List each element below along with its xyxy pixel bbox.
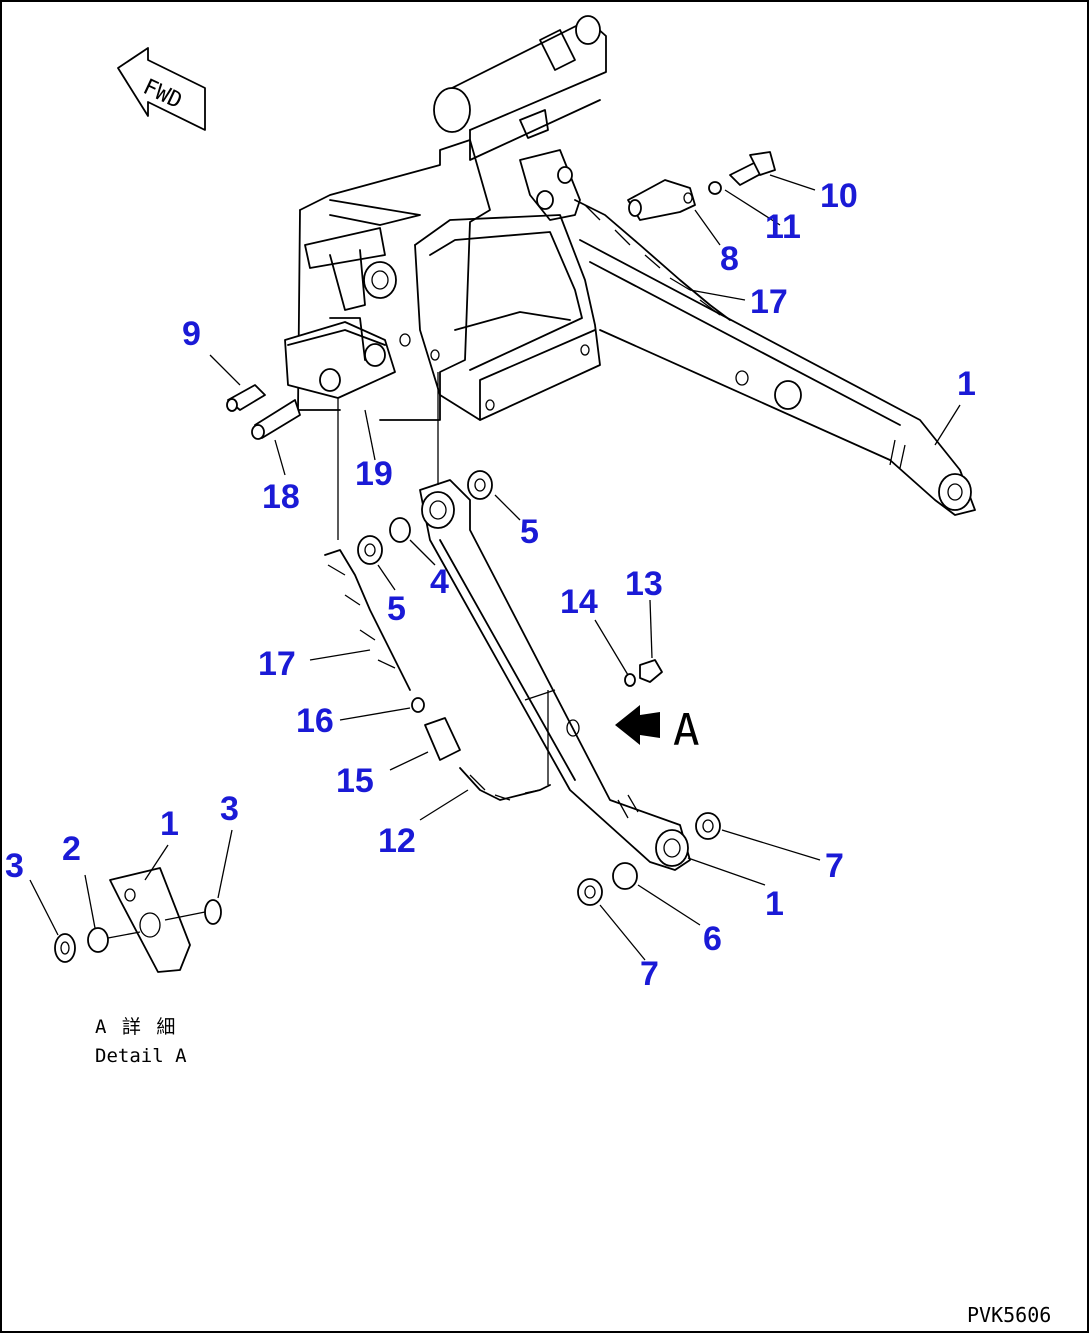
callout-11: 11 (765, 208, 801, 246)
callout-1-upper-arm: 1 (957, 365, 976, 403)
callout-2: 2 (62, 830, 81, 868)
callout-6: 6 (703, 920, 722, 958)
callout-19: 19 (355, 455, 393, 493)
callout-7-right: 7 (825, 847, 844, 885)
lower-chain-assembly (324, 549, 551, 801)
detail-a-arrow: A (615, 705, 700, 756)
detail-a-drawing (54, 867, 222, 973)
callout-10: 10 (820, 177, 858, 215)
callout-12: 12 (378, 822, 416, 860)
figure-code: PVK5606 (967, 1303, 1051, 1327)
upper-chain (574, 199, 731, 321)
callout-18: 18 (262, 478, 300, 516)
callout-5-left: 5 (387, 590, 406, 628)
callout-4: 4 (430, 563, 449, 601)
detail-caption-jp: A 詳 細 (95, 1016, 177, 1038)
callout-13: 13 (625, 565, 663, 603)
callout-1-detail: 1 (160, 805, 179, 843)
upper-arm (579, 239, 976, 516)
fwd-arrow: FWD (117, 47, 206, 131)
main-frame (284, 15, 607, 421)
lower-arm (419, 479, 691, 871)
callout-15: 15 (336, 762, 374, 800)
callout-3-left: 3 (5, 847, 24, 885)
pin-assembly-top (627, 151, 776, 221)
callout-3-right: 3 (220, 790, 239, 828)
nut-washer (624, 659, 663, 687)
callout-14: 14 (560, 583, 598, 621)
washers-lower (577, 812, 721, 906)
callout-17-lower: 17 (258, 645, 296, 683)
detail-marker: A (673, 705, 700, 756)
leader-lines (29, 174, 961, 961)
callout-5-right: 5 (520, 513, 539, 551)
detail-caption-en: Detail A (95, 1045, 187, 1067)
callout-7-bottom: 7 (640, 955, 659, 993)
callouts: 10 11 8 17 1 9 18 19 5 4 5 13 14 17 16 1… (5, 177, 976, 993)
pin-assembly-left (226, 384, 301, 440)
callout-16: 16 (296, 702, 334, 740)
callout-17-upper: 17 (750, 283, 788, 321)
washers-upper (357, 470, 493, 565)
callout-1-lower-arm: 1 (765, 885, 784, 923)
callout-8: 8 (720, 240, 739, 278)
callout-9: 9 (182, 315, 201, 353)
